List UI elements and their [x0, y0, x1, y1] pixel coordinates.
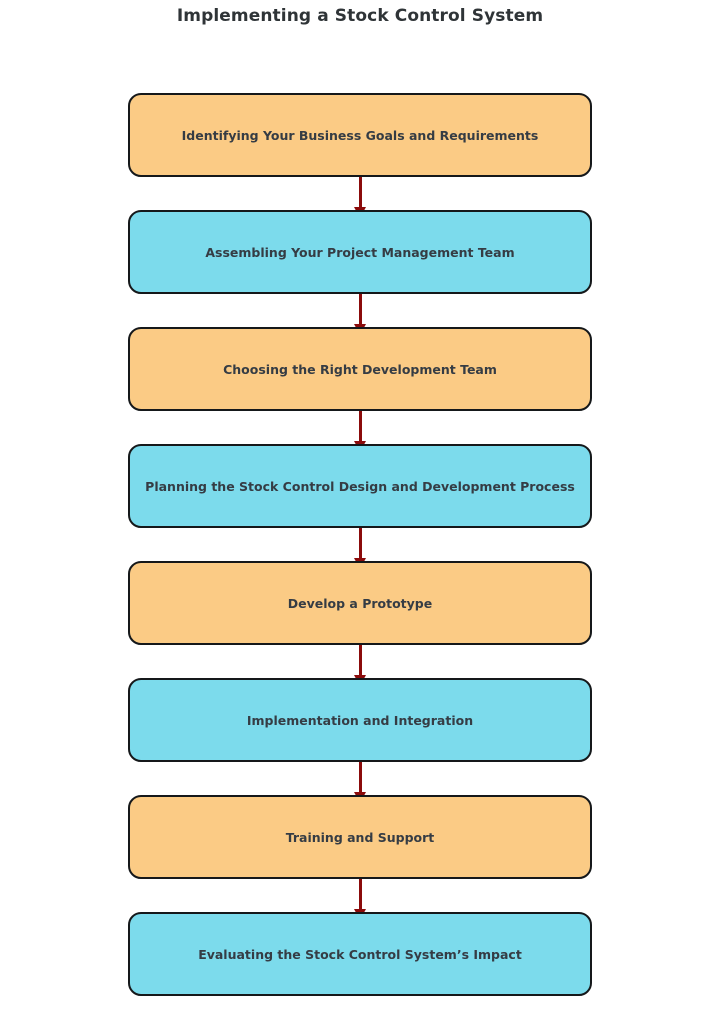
flow-node-6: Implementation and Integration [128, 678, 592, 762]
flow-connector-3-to-4 [128, 409, 592, 452]
flow-connector-7-to-8 [128, 877, 592, 920]
flow-node-label: Planning the Stock Control Design and De… [145, 478, 575, 494]
flow-connector-6-to-7 [128, 760, 592, 803]
arrow-line-icon [358, 409, 362, 445]
page-title: Implementing a Stock Control System [176, 6, 544, 26]
flow-connector-4-to-5 [128, 526, 592, 569]
arrow-line-icon [358, 526, 362, 562]
flow-node-4: Planning the Stock Control Design and De… [128, 444, 592, 528]
flow-node-box-2[interactable]: Assembling Your Project Management Team [128, 210, 592, 294]
flow-connector-2-to-3 [128, 292, 592, 335]
flow-connector-5-to-6 [128, 643, 592, 686]
flow-node-box-4[interactable]: Planning the Stock Control Design and De… [128, 444, 592, 528]
arrow-line-icon [358, 760, 362, 796]
flow-node-label: Training and Support [285, 829, 435, 845]
flow-node-label: Choosing the Right Development Team [223, 361, 497, 377]
flow-node-8: Evaluating the Stock Control System’s Im… [128, 912, 592, 996]
flow-node-5: Develop a Prototype [128, 561, 592, 645]
flow-node-box-1[interactable]: Identifying Your Business Goals and Requ… [128, 93, 592, 177]
flow-node-box-8[interactable]: Evaluating the Stock Control System’s Im… [128, 912, 592, 996]
flowchart: Identifying Your Business Goals and Requ… [128, 93, 592, 996]
flow-node-box-5[interactable]: Develop a Prototype [128, 561, 592, 645]
flow-node-label: Assembling Your Project Management Team [205, 244, 515, 260]
flow-node-box-3[interactable]: Choosing the Right Development Team [128, 327, 592, 411]
arrow-line-icon [358, 292, 362, 328]
flow-node-1: Identifying Your Business Goals and Requ… [128, 93, 592, 177]
flow-node-label: Identifying Your Business Goals and Requ… [181, 127, 539, 143]
flow-node-box-7[interactable]: Training and Support [128, 795, 592, 879]
arrow-line-icon [358, 175, 362, 211]
flow-node-label: Implementation and Integration [246, 712, 474, 728]
flow-node-box-6[interactable]: Implementation and Integration [128, 678, 592, 762]
arrow-line-icon [358, 643, 362, 679]
arrow-line-icon [358, 877, 362, 913]
flow-node-label: Develop a Prototype [287, 595, 433, 611]
flow-connector-1-to-2 [128, 175, 592, 218]
flow-node-2: Assembling Your Project Management Team [128, 210, 592, 294]
flow-node-label: Evaluating the Stock Control System’s Im… [198, 946, 522, 962]
flow-node-3: Choosing the Right Development Team [128, 327, 592, 411]
flow-node-7: Training and Support [128, 795, 592, 879]
